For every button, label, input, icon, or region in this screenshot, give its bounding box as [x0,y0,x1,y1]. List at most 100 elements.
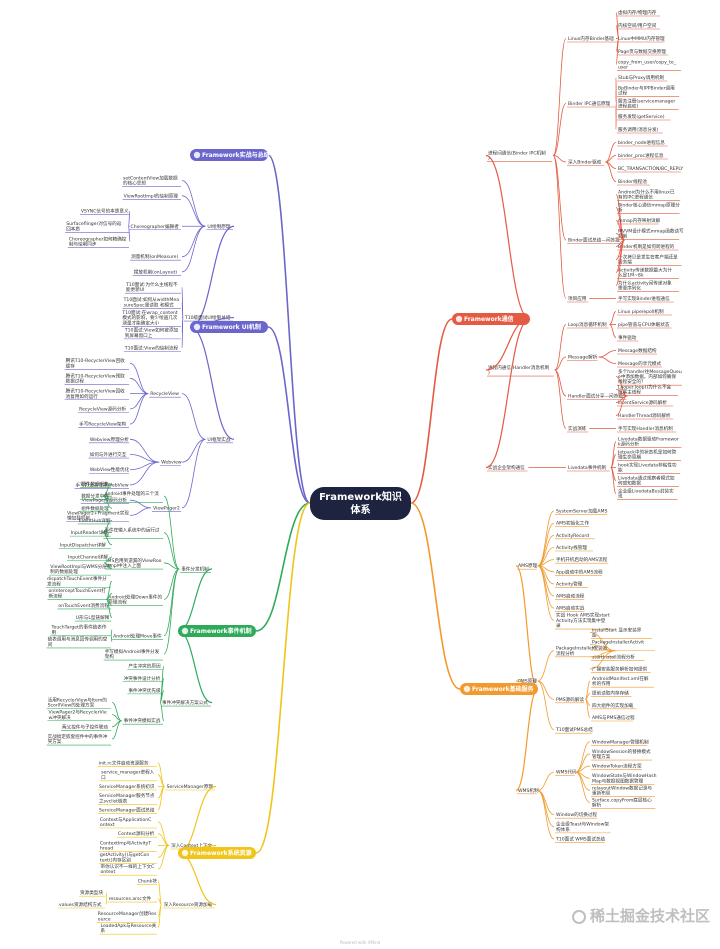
branch-b3-node[interactable]: ViewPager2源码分析 [80,497,129,504]
branch-b2-node[interactable]: 深入Binder驱动 [567,159,605,166]
branch-b5-node[interactable]: U形与L型链解释 [74,614,111,622]
main-branch-b5[interactable]: Framework事件机制 [178,625,256,637]
branch-b5-node[interactable]: 冲突事件设计分析 [122,675,163,683]
branch-b3-node[interactable]: Webview [160,460,182,466]
branch-b2-node[interactable]: HandlerThread源码解析 [617,412,674,420]
branch-b4-node[interactable]: Activity管理 [555,580,589,588]
branch-b4-node[interactable]: AMS初始化工作 [555,520,589,528]
branch-b2-node[interactable]: IntentService源码解析 [617,399,674,407]
branch-b2-node[interactable]: 事件驱动 [617,334,639,342]
branch-b2-node[interactable]: 进程内通信(Handler消息机制) [487,364,554,377]
main-branch-b1[interactable]: Framework实战与总结 [190,149,270,161]
branch-b3-node[interactable]: T10级面试UI绘制总结 [183,314,233,322]
branch-b6-node[interactable]: 深入Resource资源加载 [162,901,215,909]
branch-b2-node[interactable]: Message的享元模式 [617,360,662,368]
branch-b5-node[interactable]: 事件冲突解决方案公式 [161,699,211,707]
branch-b3-node[interactable]: WebView性能优化 [88,466,130,474]
branch-b4-node[interactable]: WMS机制 [517,787,539,795]
branch-b6-node[interactable]: 资源类型块 [79,889,105,897]
branch-b3-node[interactable]: UI框架实战 [206,436,233,444]
branch-b3-node[interactable]: ViewPager2 [152,505,181,512]
branch-b4-node[interactable]: PMS源码解读 [555,696,584,704]
branch-b5-node[interactable]: InputDispatcher详解 [58,541,111,549]
branch-b4-node[interactable]: 提前读取内存存储 [591,690,632,698]
branch-b2-node[interactable]: Binder线程池 [617,178,650,186]
branch-b5-node[interactable]: InputReader详解 [69,529,111,537]
branch-b5-node[interactable]: 组件数据处理 [80,505,111,513]
branch-b2-node[interactable]: binder_node进程信息 [617,139,668,147]
branch-b2-node[interactable]: 项目应用 [567,295,589,303]
branch-b2-node[interactable]: Handler面试分享—问答篇 [567,393,627,400]
branch-b3-node[interactable]: UI绘制原理 [206,223,233,231]
branch-b2-node[interactable]: binder_proc进程信息 [617,152,668,160]
branch-b3-node[interactable]: RecycleView [149,391,181,398]
branch-b4-node[interactable]: WMS代码 [555,769,577,776]
branch-b2-node[interactable]: Message解析 [567,354,598,361]
branch-b3-node[interactable]: Choreographer编舞者 [129,223,182,231]
branch-b2-node[interactable]: Stub与Proxy调用机制 [617,74,668,82]
branch-b4-node[interactable]: 四大组件的实现加载 [591,702,637,710]
branch-b5-node[interactable]: EventHub详解 [77,517,111,525]
branch-b5-node[interactable]: 两父控件与子控件联动 [61,723,111,731]
branch-b3-node[interactable]: VSYNC信号的本质意义 [79,208,129,215]
branch-b5-node[interactable]: InputChannel详解 [67,553,111,561]
branch-b4-node[interactable]: T10面试PMS总结 [555,726,593,734]
branch-b2-node[interactable]: BC_TRANSACTION/BC_REPLY [617,166,683,173]
main-branch-b4[interactable]: Framework基础服务 [460,683,538,695]
branch-b5-node[interactable]: Android处理Move事件 [112,632,163,640]
branch-b5-node[interactable]: 产生冲突的原因 [127,663,163,670]
branch-b4-node[interactable]: WindowToken流程方案 [591,763,642,770]
branch-b4-node[interactable]: startInstall流程分析 [591,653,645,661]
branch-b2-node[interactable]: Page页与数据交换原理 [617,48,669,56]
branch-b3-node[interactable]: Webview原理分析 [88,436,129,444]
branch-b2-node[interactable]: 手写实现Binder进程通信 [617,295,674,303]
branch-b6-node[interactable]: Chunk块 [136,877,158,885]
branch-b4-node[interactable]: AMS启动实战 [555,605,585,613]
branch-b2-node[interactable]: 虚拟内存/物理内存 [617,9,661,17]
main-branch-b2[interactable]: Framework通信 [452,313,530,325]
branch-b3-node[interactable]: T10面试:View的绘制流程 [123,345,181,352]
branch-b4-node[interactable]: SystemServer加载AMS [555,508,607,515]
branch-b6-node[interactable]: init.rc文件启动资源服务 [97,759,157,767]
